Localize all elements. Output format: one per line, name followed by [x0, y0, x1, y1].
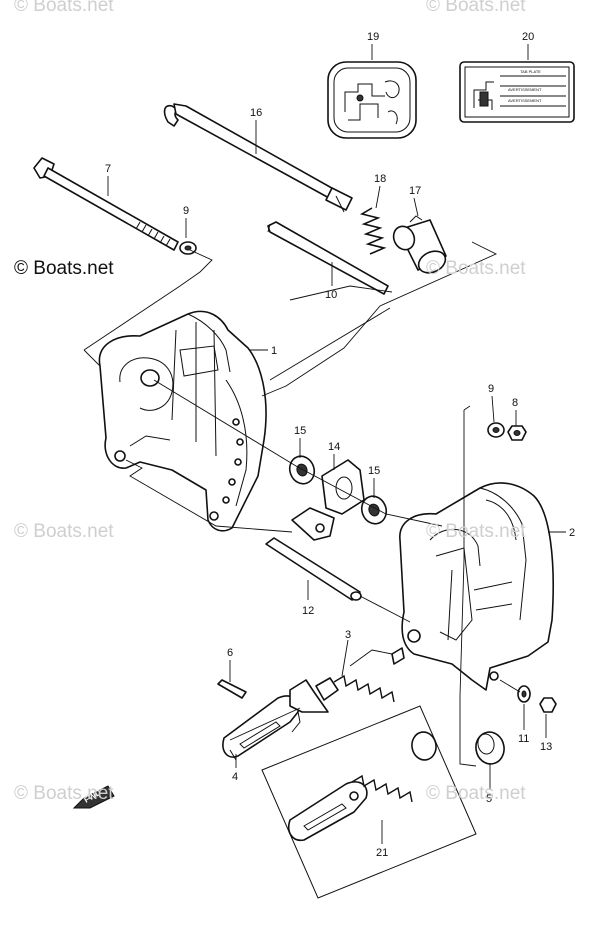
callout-14: 14	[328, 441, 340, 453]
part-18-spring[interactable]	[359, 207, 387, 255]
part-2-clamp-bracket-right[interactable]	[399, 482, 554, 691]
part-14-clamp-plate[interactable]	[291, 459, 365, 541]
watermark-mid-right: © Boats.net	[426, 521, 526, 542]
watermark-lower-left: © Boats.net	[14, 783, 114, 804]
callout-9-right: 9	[488, 383, 494, 395]
part-3-spring-rod[interactable]	[315, 647, 405, 703]
watermark-main: © Boats.net	[14, 258, 114, 279]
callout-4: 4	[232, 771, 238, 783]
part-16-rod[interactable]	[163, 103, 353, 213]
part-4-lever[interactable]	[222, 695, 301, 761]
part-5-disc[interactable]	[473, 730, 506, 766]
part-20-label-plate[interactable]: TAB PLATE AVERTISSEMENT AVERTISSEMENT	[459, 61, 575, 123]
callout-10: 10	[325, 289, 337, 301]
callout-13: 13	[540, 741, 552, 753]
part-8-nut[interactable]	[507, 425, 527, 441]
callout-20: 20	[522, 31, 534, 43]
callout-2: 2	[569, 527, 575, 539]
part-15-washer-right[interactable]	[358, 493, 390, 528]
part-7-bolt[interactable]	[33, 157, 179, 251]
watermark-lower-right: © Boats.net	[426, 783, 526, 804]
watermark-upper-right: © Boats.net	[426, 258, 526, 279]
watermark-top-right: © Boats.net	[426, 0, 526, 16]
watermark-mid-left: © Boats.net	[14, 521, 114, 542]
part-13-nut[interactable]	[539, 697, 557, 713]
part-12-pin[interactable]	[265, 537, 362, 601]
callout-labels: 19 20 16 7 9 18 17 10 1 9 8 15 14 15 2 1…	[105, 31, 575, 859]
callout-11: 11	[518, 733, 529, 745]
part-17-collar[interactable]	[390, 215, 449, 277]
part-15-washer-left[interactable]	[286, 453, 318, 488]
watermark-top-left: © Boats.net	[14, 0, 114, 16]
part-9-washer-left[interactable]	[179, 241, 197, 255]
callout-16: 16	[250, 107, 262, 119]
label-plate-line1: TAB PLATE	[520, 69, 541, 74]
callout-21: 21	[376, 847, 388, 859]
label-plate-line3: AVERTISSEMENT	[508, 98, 542, 103]
callout-1: 1	[271, 345, 277, 357]
part-19-decal[interactable]	[327, 61, 417, 139]
callout-18: 18	[374, 173, 386, 185]
callout-8: 8	[512, 397, 518, 409]
part-9-washer-right[interactable]	[487, 422, 505, 438]
part-1-clamp-bracket-left[interactable]	[98, 310, 267, 532]
part-10-stud[interactable]	[267, 221, 389, 295]
fwd-direction-tag: FWD	[72, 785, 115, 809]
callout-7: 7	[105, 163, 111, 175]
callout-15-left: 15	[294, 425, 306, 437]
callout-6: 6	[227, 647, 233, 659]
dashed-guide-lines	[83, 241, 521, 767]
assembly-arrow	[289, 679, 329, 713]
callout-15-right: 15	[368, 465, 380, 477]
part-21-lever-assembly[interactable]	[261, 705, 477, 899]
callout-17: 17	[409, 185, 421, 197]
callout-9-left: 9	[183, 205, 189, 217]
leader-lines	[107, 44, 566, 844]
label-plate-line2: AVERTISSEMENT	[508, 87, 542, 92]
part-6-pin[interactable]	[217, 679, 247, 699]
callout-12: 12	[302, 605, 314, 617]
callout-19: 19	[367, 31, 379, 43]
part-11-washer[interactable]	[517, 685, 531, 703]
callout-5: 5	[486, 793, 492, 805]
callout-3: 3	[345, 629, 351, 641]
